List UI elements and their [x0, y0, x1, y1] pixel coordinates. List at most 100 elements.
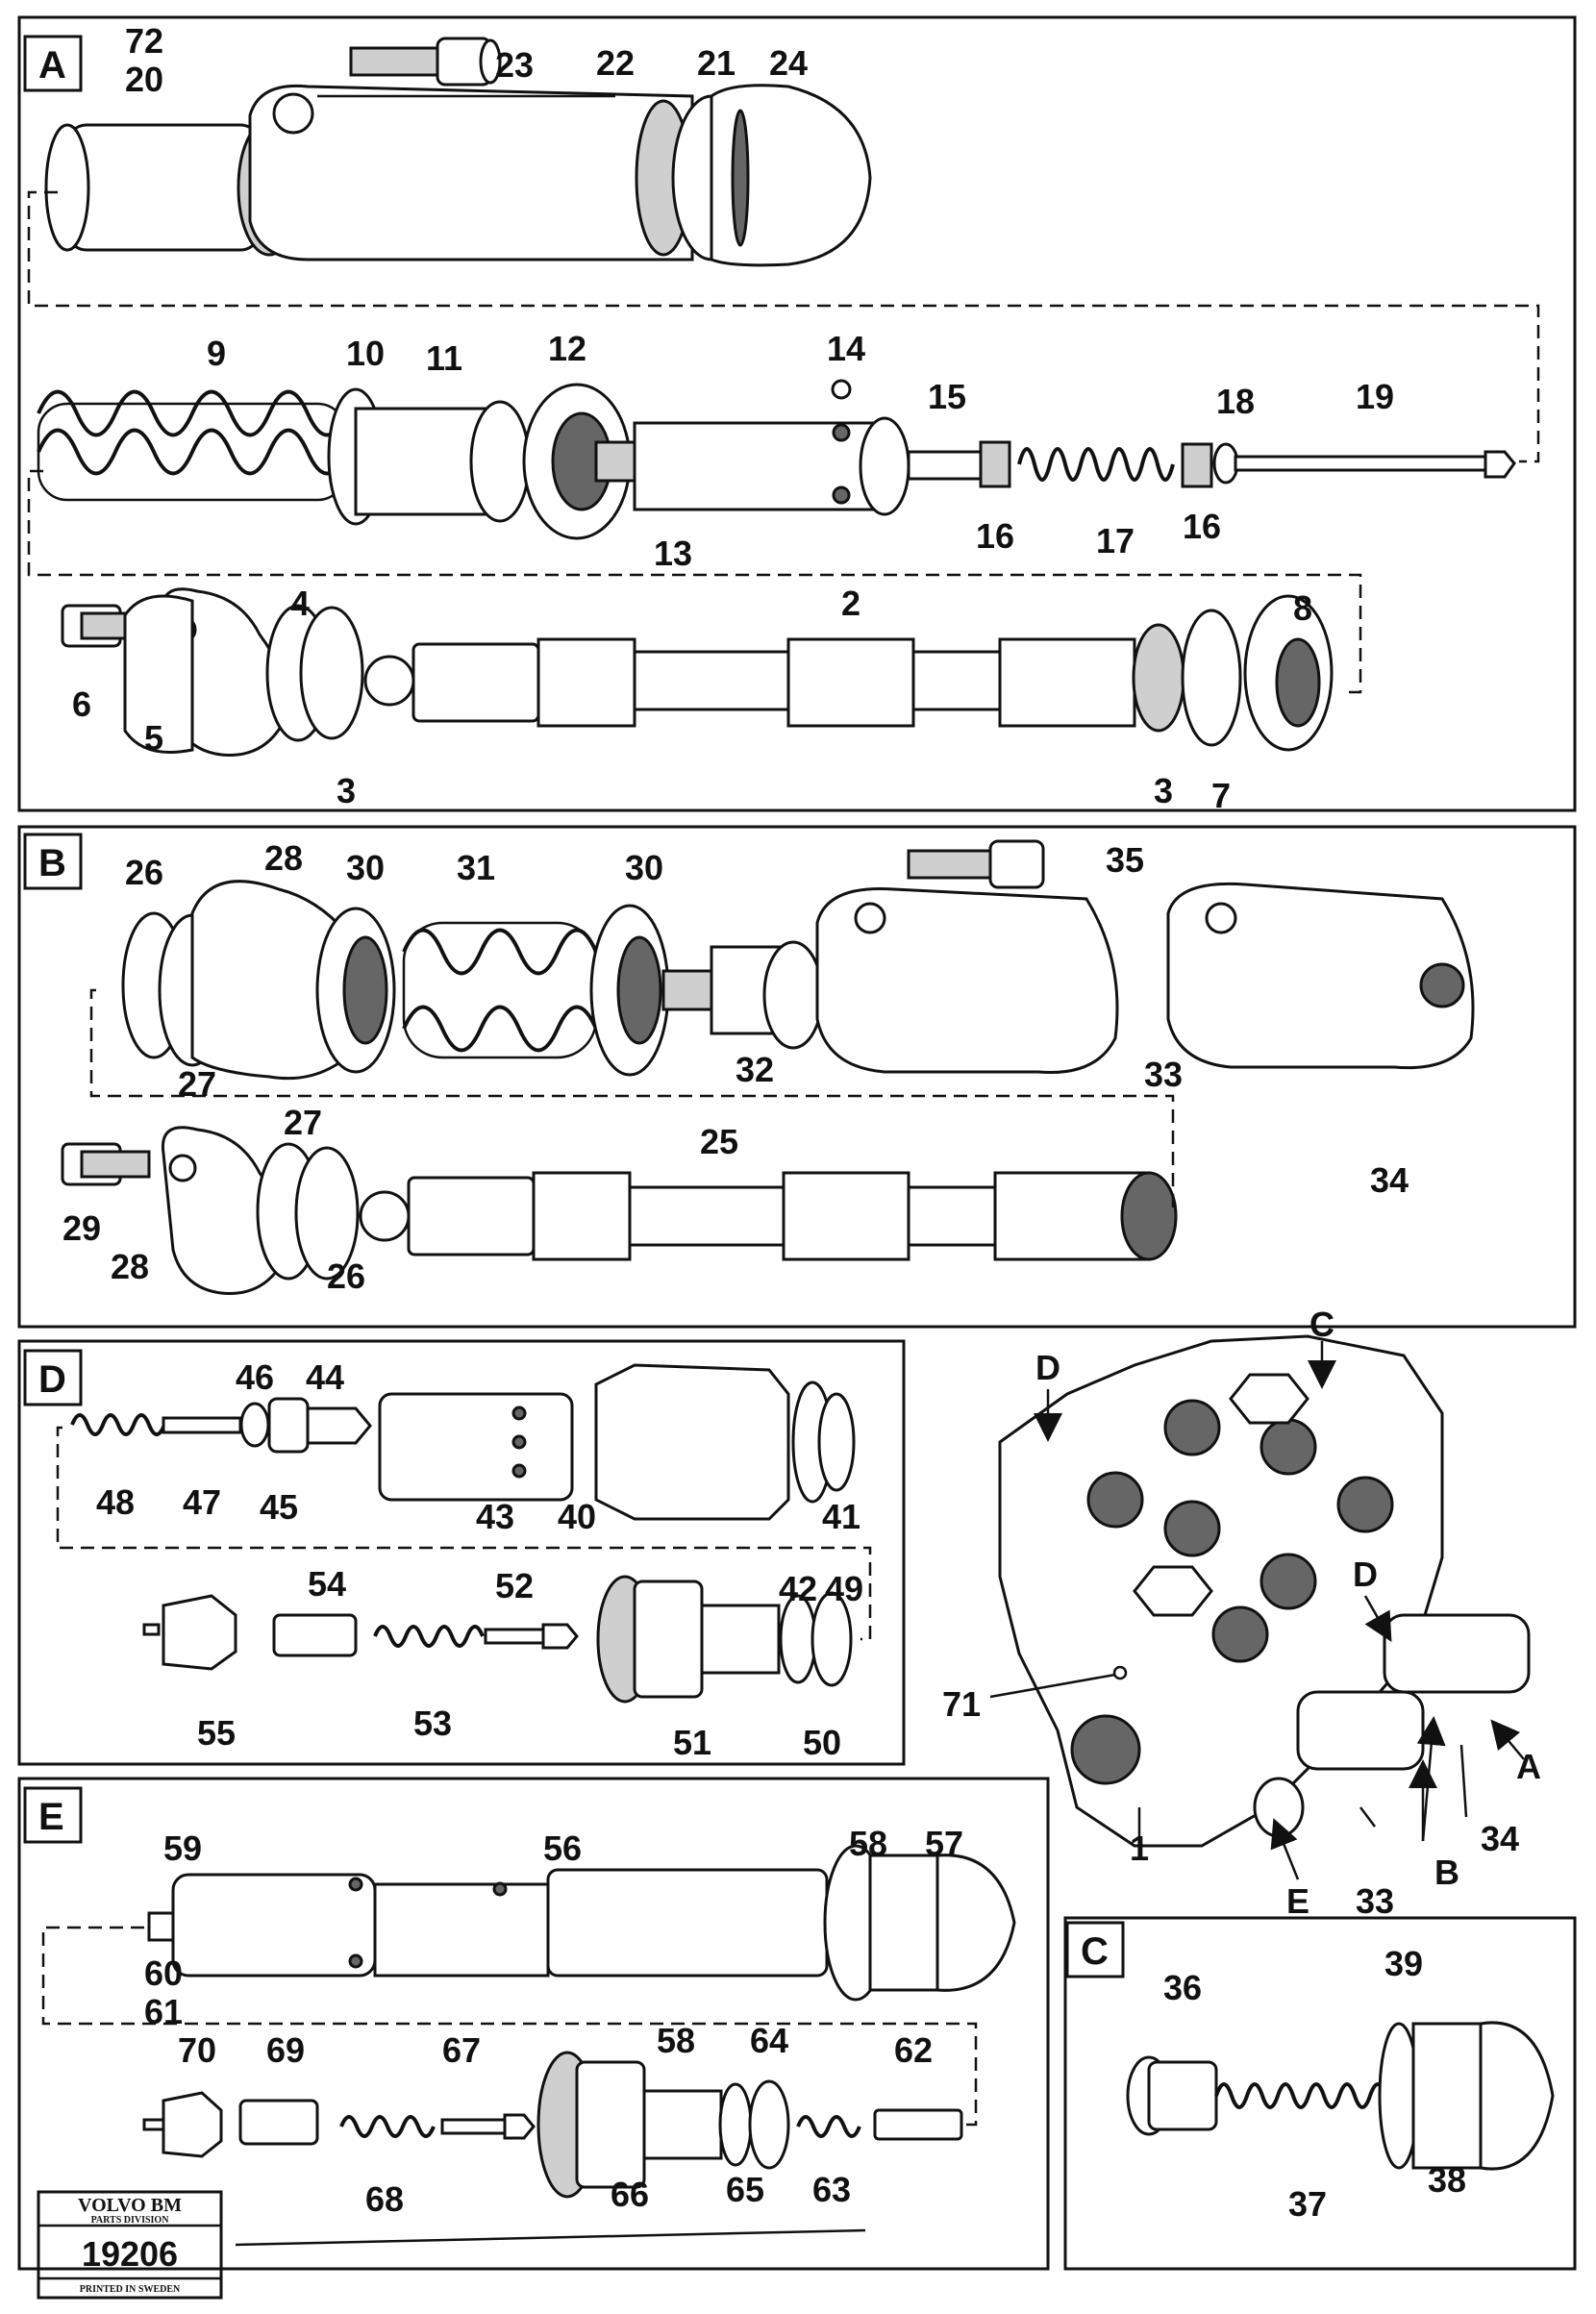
part-label-a-15: 13	[654, 534, 692, 573]
part-label-a-2: 23	[495, 45, 534, 85]
part-label-e-7: 69	[266, 2030, 305, 2070]
part-label-c-2: 37	[1288, 2184, 1327, 2224]
section-d-title: D	[38, 1358, 66, 1401]
part-label-a-11: 15	[928, 377, 966, 416]
part-label-a-9: 12	[548, 329, 586, 368]
part-label-a-19: 2	[841, 584, 860, 623]
part-label-a-16: 17	[1096, 521, 1135, 560]
volvo-bm-logo-block: VOLVO BM PARTS DIVISION 19206 PRINTED IN…	[37, 2190, 866, 2300]
part-label-main-5: 1	[1130, 1829, 1149, 1868]
part-label-a-20: 8	[1293, 588, 1312, 628]
part-label-a-5: 24	[769, 43, 808, 83]
part-label-d-7: 41	[822, 1497, 860, 1536]
part-label-b-6: 27	[178, 1064, 216, 1104]
part-label-a-22: 5	[144, 718, 163, 758]
spool-2	[61, 587, 1334, 757]
part-label-a-13: 19	[1356, 377, 1394, 416]
part-label-b-7: 32	[736, 1050, 774, 1089]
part-label-d-9: 52	[495, 1566, 534, 1605]
part-label-a-17: 16	[1183, 507, 1221, 546]
part-label-b-4: 30	[625, 848, 663, 887]
part-label-e-4: 60	[144, 1953, 183, 1993]
section-d-panel: D	[17, 1339, 906, 1766]
valve-assembly-d-upper	[70, 1363, 856, 1521]
spring-17-assembly	[907, 440, 1516, 488]
part-label-d-2: 48	[96, 1482, 135, 1522]
part-label-b-1: 28	[264, 838, 303, 878]
part-label-e-5: 61	[144, 1992, 183, 2031]
section-c-panel: C	[1063, 1916, 1577, 2271]
spool-25	[61, 1126, 1178, 1295]
spool-56-assembly	[147, 1844, 1016, 2002]
part-label-e-10: 64	[750, 2021, 788, 2060]
part-label-a-21: 6	[72, 684, 91, 724]
part-label-a-1: 20	[125, 60, 163, 99]
part-label-main-1: C	[1309, 1305, 1334, 1344]
part-label-main-2: D	[1353, 1555, 1378, 1594]
logo-footer: PRINTED IN SWEDEN	[80, 2284, 181, 2295]
section-b-title: B	[38, 842, 66, 884]
part-label-d-10: 42	[779, 1569, 817, 1608]
spring-9	[37, 389, 348, 502]
cap-screw-23	[349, 37, 502, 87]
part-label-main-4: A	[1516, 1747, 1541, 1786]
logo-number: 19206	[82, 2234, 178, 2274]
relief-valve-e-lower	[142, 2051, 963, 2199]
part-label-a-10: 14	[827, 329, 865, 368]
part-label-d-5: 43	[476, 1497, 514, 1536]
part-label-a-3: 22	[596, 43, 635, 83]
part-label-main-9: 34	[1481, 1819, 1519, 1858]
part-label-main-0: D	[1035, 1348, 1060, 1387]
part-label-e-1: 56	[543, 1829, 582, 1868]
part-label-b-3: 31	[457, 848, 495, 887]
part-label-a-7: 10	[346, 334, 385, 373]
part-label-main-3: 71	[942, 1684, 981, 1724]
part-label-a-6: 9	[207, 334, 226, 373]
part-label-a-0: 72	[125, 21, 163, 61]
part-label-c-3: 38	[1428, 2160, 1466, 2200]
part-label-a-8: 11	[426, 338, 462, 378]
logo-brand: VOLVO BM	[78, 2195, 182, 2216]
part-label-a-25: 7	[1211, 776, 1231, 815]
part-label-e-8: 67	[442, 2030, 481, 2070]
part-label-b-13: 28	[111, 1247, 149, 1286]
part-label-c-1: 39	[1384, 1944, 1423, 1983]
part-label-d-15: 50	[803, 1723, 841, 1762]
part-label-e-12: 68	[365, 2179, 404, 2219]
part-label-d-6: 40	[558, 1497, 596, 1536]
part-label-e-0: 59	[163, 1829, 202, 1868]
main-body-arrows	[989, 1341, 1525, 1880]
cylinder-housing-22	[44, 84, 872, 267]
part-label-e-9: 58	[657, 2021, 695, 2060]
section-b-panel: B	[17, 825, 1577, 1329]
part-label-a-12: 18	[1216, 382, 1255, 421]
part-label-d-14: 51	[673, 1723, 711, 1762]
part-label-a-18: 4	[290, 584, 310, 623]
section-e-panel: E	[17, 1777, 1050, 2271]
housing-33	[815, 839, 1119, 1075]
section-a-title: A	[38, 44, 66, 87]
part-label-a-4: 21	[697, 43, 736, 83]
part-label-e-11: 62	[894, 2030, 933, 2070]
part-label-c-0: 36	[1163, 1968, 1202, 2007]
part-label-main-6: E	[1286, 1881, 1309, 1921]
part-label-d-1: 44	[306, 1357, 344, 1397]
main-valve-body-1	[998, 1334, 1531, 1848]
part-label-e-13: 66	[611, 2175, 649, 2214]
part-label-d-11: 49	[825, 1569, 863, 1608]
part-label-a-14: 16	[976, 516, 1014, 556]
housing-34	[1166, 882, 1475, 1070]
part-label-a-24: 3	[1154, 771, 1173, 810]
part-label-b-14: 26	[327, 1257, 365, 1296]
part-label-e-14: 65	[726, 2170, 764, 2209]
part-label-e-3: 57	[925, 1824, 963, 1863]
valve-assembly-d-lower	[142, 1575, 853, 1704]
part-label-b-2: 30	[346, 848, 385, 887]
part-label-b-11: 25	[700, 1122, 738, 1161]
part-label-b-8: 33	[1144, 1055, 1183, 1094]
part-label-main-8: B	[1434, 1853, 1459, 1892]
upper-spring-assembly-b	[121, 880, 824, 1081]
part-label-a-23: 3	[337, 771, 356, 810]
